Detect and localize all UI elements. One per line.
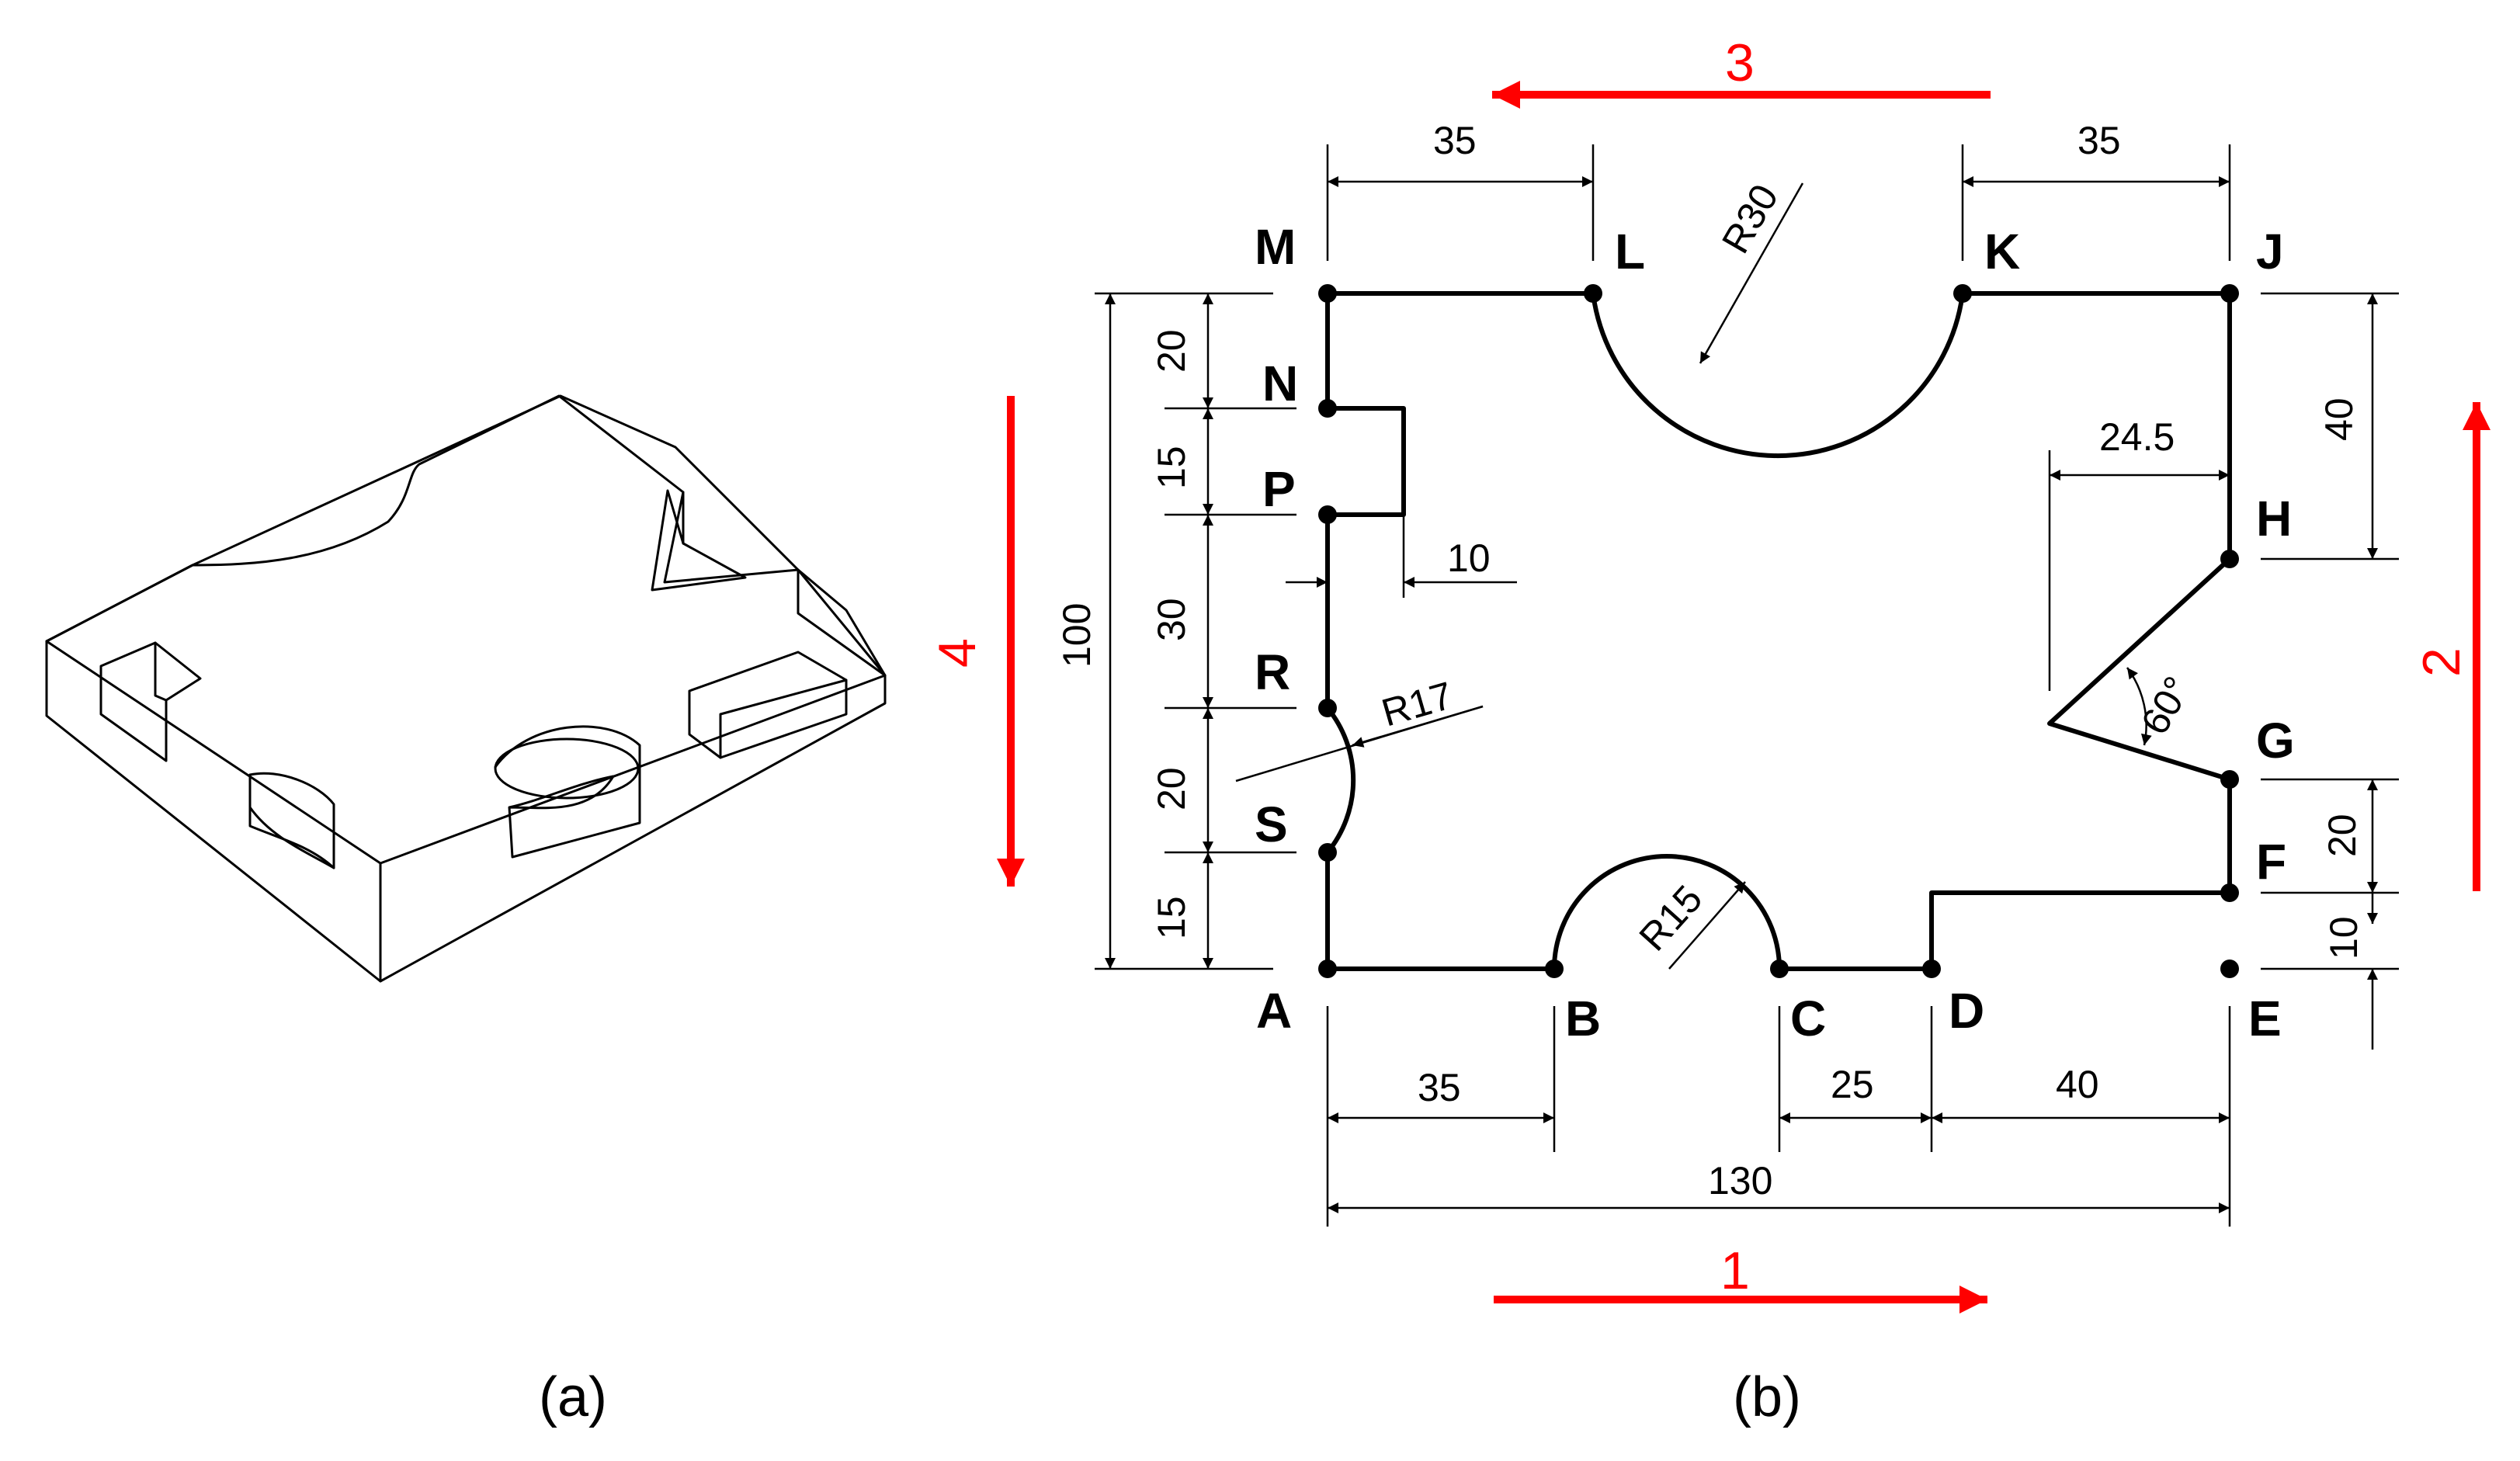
label-G: G	[2256, 713, 2295, 769]
cutting-directions: 1 2 3 4	[928, 33, 2490, 1314]
dim-r30: R30	[1713, 177, 1786, 260]
dim-left-20b: 20	[1150, 767, 1193, 810]
vertex-C	[1770, 960, 1789, 978]
direction-label-2: 2	[2412, 647, 2471, 677]
caption-b: (b)	[1733, 1366, 1801, 1428]
part-profile	[1325, 291, 2232, 971]
vertex-B	[1545, 960, 1564, 978]
dim-right-10: 10	[2322, 916, 2366, 960]
label-H: H	[2256, 491, 2292, 547]
label-P: P	[1262, 461, 1296, 517]
dim-v-angle: 60°	[2133, 669, 2199, 741]
label-F: F	[2256, 834, 2286, 890]
dim-top-left: 35	[1433, 119, 1477, 162]
label-R: R	[1255, 644, 1290, 700]
dim-bottom-total: 130	[1708, 1159, 1772, 1202]
label-A: A	[1256, 983, 1292, 1039]
label-E: E	[2248, 991, 2282, 1046]
vertex-N	[1318, 399, 1337, 418]
vertex-P	[1318, 505, 1337, 524]
dim-right-20: 20	[2320, 814, 2364, 857]
vertex-F	[2220, 883, 2239, 902]
label-K: K	[1984, 224, 2020, 279]
label-J: J	[2256, 224, 2284, 279]
label-B: B	[1565, 991, 1601, 1046]
label-C: C	[1790, 991, 1826, 1046]
dim-slot-10: 10	[1447, 536, 1491, 580]
direction-label-1: 1	[1720, 1241, 1750, 1300]
dim-bottom-25: 25	[1831, 1063, 1874, 1106]
vertex-E	[2220, 960, 2239, 978]
label-N: N	[1262, 356, 1298, 411]
dim-left-total: 100	[1055, 603, 1099, 668]
vertex-K	[1953, 284, 1972, 303]
label-L: L	[1615, 224, 1645, 279]
dim-bottom-40: 40	[2056, 1063, 2099, 1106]
vertex-labels: A B C D E F G H J K L M N P R S	[1255, 219, 2295, 1046]
vertex-H	[2220, 550, 2239, 568]
dim-right-40: 40	[2317, 397, 2361, 441]
vertex-L	[1584, 284, 1602, 303]
vertex-D	[1922, 960, 1941, 978]
dim-left-15b: 15	[1150, 896, 1193, 939]
isometric-part-view	[45, 394, 887, 983]
vertex-J	[2220, 284, 2239, 303]
label-M: M	[1255, 219, 1296, 275]
dim-r17: R17	[1377, 673, 1458, 734]
vertex-S	[1318, 843, 1337, 862]
caption-a: (a)	[539, 1366, 607, 1428]
dim-v-depth: 24.5	[2099, 415, 2175, 459]
dim-left-15a: 15	[1150, 446, 1193, 489]
label-D: D	[1949, 983, 1984, 1039]
plan-view-drawing: A B C D E F G H J K L M N P R S 35	[928, 33, 2490, 1314]
dim-bottom-35: 35	[1418, 1066, 1461, 1109]
direction-label-3: 3	[1725, 33, 1755, 92]
dim-left-30: 30	[1150, 598, 1193, 641]
label-S: S	[1255, 796, 1288, 852]
vertex-M	[1318, 284, 1337, 303]
dim-top-right: 35	[2077, 119, 2121, 162]
vertices	[1318, 284, 2239, 978]
vertex-A	[1318, 960, 1337, 978]
vertex-G	[2220, 770, 2239, 789]
vertex-R	[1318, 699, 1337, 717]
dim-left-20: 20	[1150, 329, 1193, 373]
dim-r15: R15	[1631, 877, 1711, 960]
direction-label-4: 4	[928, 638, 987, 668]
